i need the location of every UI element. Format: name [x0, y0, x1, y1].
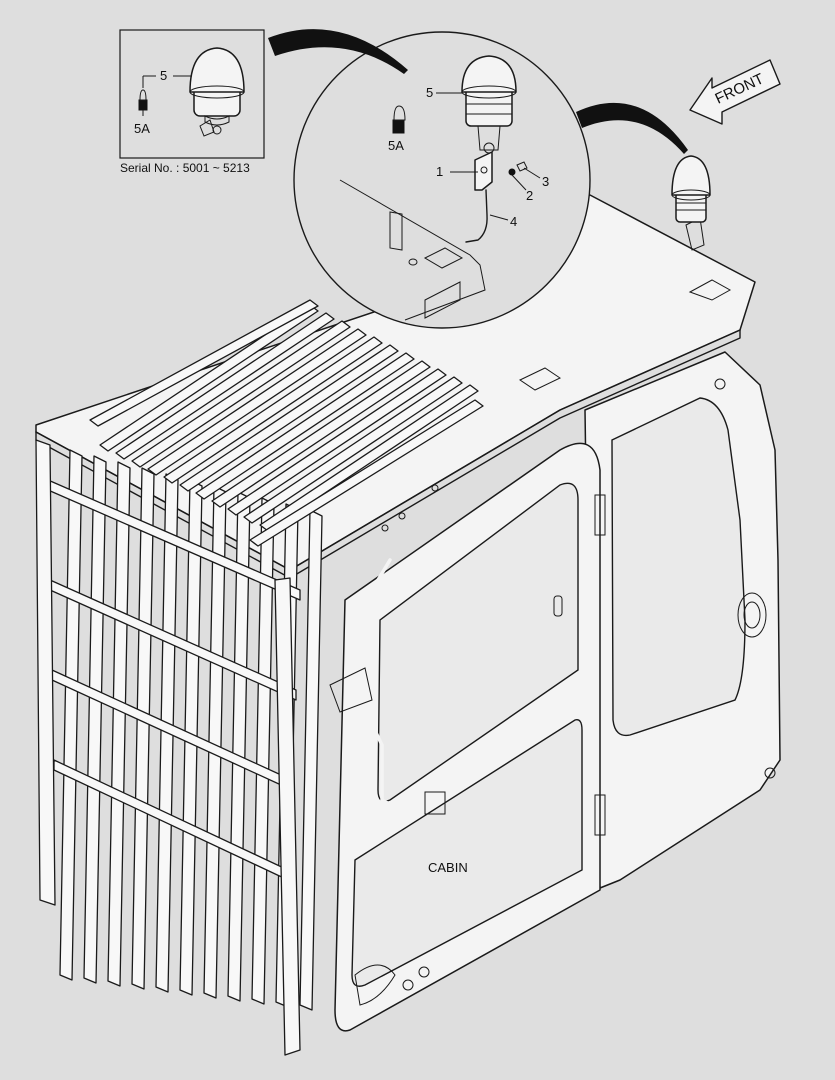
detail-callout: 5 5A 1 2 3 4: [293, 31, 591, 329]
guard-frame: [35, 439, 56, 906]
inset-bulb: [138, 89, 148, 116]
roof-guard-bar: [179, 344, 399, 492]
detail-label-bracket: 1: [436, 164, 443, 179]
cabin-label: CABIN: [428, 860, 468, 875]
detail-label-bolt: 3: [542, 174, 549, 189]
guard-bar: [227, 491, 251, 1002]
guard-bar: [203, 485, 227, 999]
detail-beacon: [461, 55, 517, 154]
wire-harness: [465, 189, 488, 243]
serial-number-text: Serial No. : 5001 ~ 5213: [120, 161, 250, 175]
detail-bulb: [392, 105, 406, 134]
detail-label-washer: 2: [526, 188, 533, 203]
roof-guard-bar: [131, 320, 351, 468]
inset-label-bulb: 5A: [134, 121, 150, 136]
callout-arrow-roof: [576, 102, 688, 154]
roof-guard-rail: [249, 399, 484, 547]
guard-bar: [83, 455, 107, 984]
roof-guard-bar: [147, 328, 367, 476]
guard-bar: [107, 461, 131, 987]
front-guard: [35, 439, 323, 1056]
guard-frame: [274, 577, 301, 1056]
serial-inset: 5 5A Serial No. : 5001 ~ 5213: [119, 29, 265, 175]
guard-bar: [59, 449, 83, 981]
roof-guard-bar: [259, 384, 479, 532]
inset-beacon: [189, 47, 245, 137]
roof-guard-bar: [227, 368, 447, 516]
detail-label-beacon: 5: [426, 85, 433, 100]
bracket: [474, 151, 493, 191]
beacon-on-roof: [671, 155, 711, 251]
roof-guard-bar: [115, 312, 335, 460]
roof-guard-bar: [99, 304, 319, 452]
cabin-assembly: CABIN: [329, 351, 781, 1032]
detail-label-harness: 4: [510, 214, 517, 229]
guard-bar: [299, 509, 323, 1011]
front-direction-indicator: FRONT: [689, 59, 781, 125]
roof-guard: [89, 299, 484, 547]
guard-bar: [131, 467, 155, 990]
roof-guard-bar: [211, 360, 431, 508]
callout-arrow-inset: [268, 29, 408, 74]
roof-guard-rail: [89, 299, 319, 427]
inset-label-beacon: 5: [160, 68, 167, 83]
roof-guard-bar: [195, 352, 415, 500]
detail-label-bulb: 5A: [388, 138, 404, 153]
roof-guard-bar: [163, 336, 383, 484]
roof-guard-bar: [243, 376, 463, 524]
